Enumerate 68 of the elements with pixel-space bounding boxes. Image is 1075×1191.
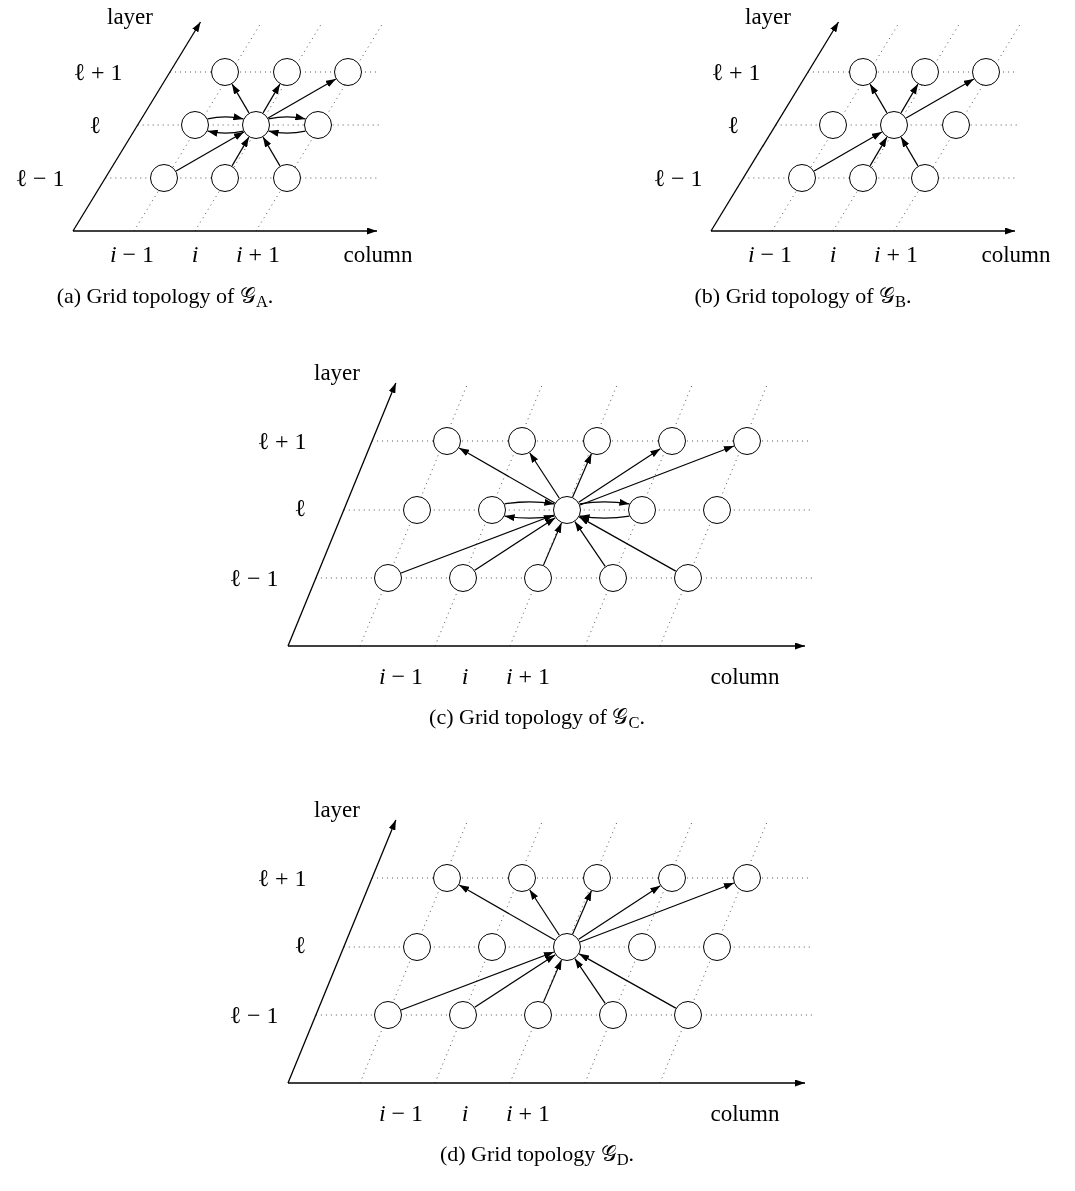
- arrow: [542, 522, 563, 566]
- arrow: [231, 136, 250, 167]
- tick-label: ℓ − 1: [229, 566, 279, 590]
- tick-label: i: [191, 242, 199, 266]
- arrow: [268, 113, 306, 121]
- tick-label: i: [461, 1101, 469, 1125]
- arrow: [262, 136, 281, 167]
- arrow: [572, 890, 592, 935]
- arrow: [504, 499, 555, 506]
- arrow: [268, 129, 306, 137]
- tick-label: ℓ − 1: [229, 1003, 279, 1027]
- caption: (a) Grid topology of 𝒢$_{A}$.: [56, 285, 274, 307]
- caption: (d) Grid topology 𝒢$_{D}$.: [439, 1143, 635, 1165]
- axis-label: layer: [314, 797, 360, 821]
- tick-label: ℓ + 1: [73, 60, 123, 84]
- arrow: [474, 517, 556, 571]
- arrow: [900, 83, 919, 114]
- arrow: [574, 521, 606, 567]
- arrow: [529, 452, 560, 499]
- arrow: [207, 129, 244, 137]
- arrow: [900, 136, 919, 167]
- tick-label: ℓ: [294, 496, 306, 520]
- tick-label: i: [829, 242, 837, 266]
- arrow: [262, 83, 281, 114]
- tick-label: ℓ + 1: [711, 60, 761, 84]
- arrow: [578, 448, 661, 503]
- arrow: [529, 889, 560, 936]
- arrow: [579, 514, 630, 521]
- tick-label: ℓ: [727, 113, 739, 137]
- arrow: [579, 499, 630, 506]
- tick-label: ℓ + 1: [257, 429, 307, 453]
- tick-label: i + 1: [505, 1101, 551, 1125]
- tick-label: ℓ + 1: [257, 866, 307, 890]
- arrow: [400, 514, 555, 574]
- tick-label: i − 1: [378, 1101, 424, 1125]
- arrow: [572, 453, 592, 498]
- arrow: [231, 83, 250, 114]
- tick-label: ℓ: [89, 113, 101, 137]
- caption: (c) Grid topology of 𝒢$_{C}$.: [429, 706, 645, 728]
- arrow: [869, 136, 888, 167]
- arrow: [579, 882, 735, 943]
- arrow: [579, 445, 735, 506]
- arrow: [869, 83, 888, 114]
- tick-label: ℓ − 1: [653, 166, 703, 190]
- tick-label: ℓ: [294, 933, 306, 957]
- tick-label: i − 1: [747, 242, 793, 266]
- tick-label: i + 1: [873, 242, 919, 266]
- arrow: [400, 951, 555, 1011]
- arrow: [474, 954, 556, 1008]
- arrow: [574, 958, 606, 1004]
- tick-label: i + 1: [505, 664, 551, 688]
- arrow: [504, 514, 555, 521]
- arrow: [542, 959, 563, 1003]
- axis-label: layer: [107, 4, 153, 28]
- axis-label: layer: [745, 4, 791, 28]
- tick-label: i − 1: [378, 664, 424, 688]
- tick-label: i + 1: [235, 242, 281, 266]
- arrow: [578, 885, 661, 940]
- tick-label: i − 1: [109, 242, 155, 266]
- axis-label: column: [981, 242, 1051, 266]
- arrow: [207, 113, 244, 121]
- axis-label: column: [710, 1101, 780, 1125]
- axis-label: layer: [314, 360, 360, 384]
- tick-label: i: [461, 664, 469, 688]
- axis-label: column: [710, 664, 780, 688]
- caption: (b) Grid topology of 𝒢$_{B}$.: [694, 285, 912, 307]
- tick-label: ℓ − 1: [15, 166, 65, 190]
- axis-label: column: [343, 242, 413, 266]
